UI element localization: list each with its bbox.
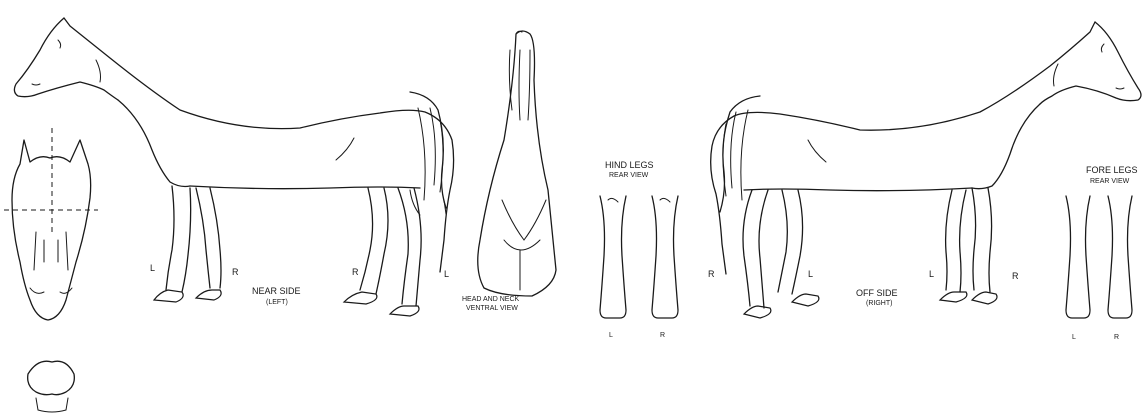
off-right-hind-marker: R (708, 270, 715, 279)
head-front-view (4, 128, 98, 320)
hind-left-marker: L (609, 332, 613, 339)
near-left-fore-marker: L (150, 264, 155, 273)
off-right-fore-marker: R (1012, 272, 1019, 281)
head-neck-title: HEAD AND NECK (462, 296, 519, 303)
fore-legs-rear-view (1066, 196, 1132, 318)
hind-right-marker: R (660, 332, 665, 339)
head-neck-subtitle: VENTRAL VIEW (466, 305, 518, 312)
head-neck-ventral-view (478, 31, 556, 296)
hind-legs-rear-view (600, 196, 678, 318)
hind-legs-subtitle: REAR VIEW (609, 172, 648, 179)
off-side-horse (711, 22, 1141, 318)
off-side-title: OFF SIDE (856, 289, 898, 298)
fore-legs-subtitle: REAR VIEW (1090, 178, 1129, 185)
fore-right-marker: R (1114, 334, 1119, 341)
fore-legs-title: FORE LEGS (1086, 166, 1138, 175)
near-right-fore-marker: R (232, 268, 239, 277)
near-left-hind-marker: L (444, 270, 449, 279)
near-right-hind-marker: R (352, 268, 359, 277)
off-left-fore-marker: L (929, 270, 934, 279)
muzzle-view (28, 361, 75, 412)
near-side-title: NEAR SIDE (252, 287, 301, 296)
hind-legs-title: HIND LEGS (605, 161, 654, 170)
near-side-subtitle: (LEFT) (266, 299, 288, 306)
off-side-subtitle: (RIGHT) (866, 300, 892, 307)
fore-left-marker: L (1072, 334, 1076, 341)
off-left-hind-marker: L (808, 270, 813, 279)
